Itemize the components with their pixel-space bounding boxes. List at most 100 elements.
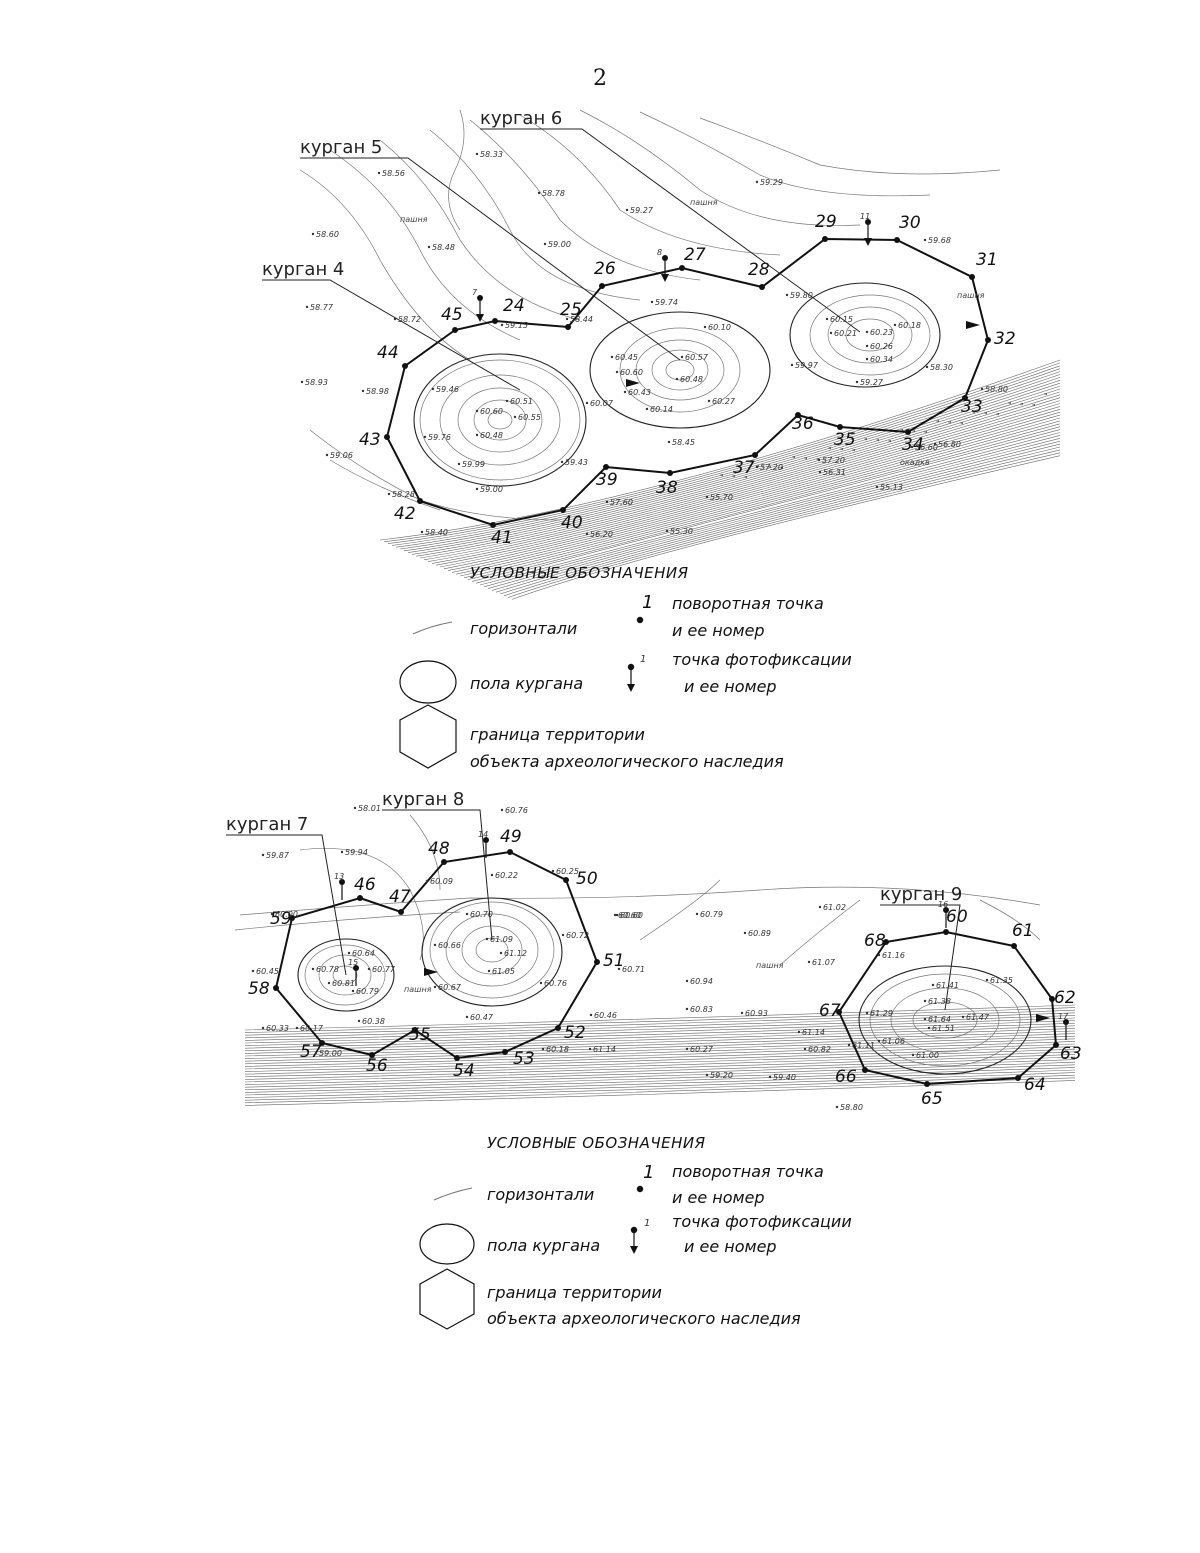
spot-elevation: 59.15	[505, 321, 528, 330]
turn-point-number: 38	[656, 478, 678, 498]
turn-point-marker	[319, 1040, 325, 1046]
spot-elevation: 61.47	[966, 1013, 990, 1022]
mound-contour	[461, 925, 523, 975]
turn-point-number: 43	[359, 430, 381, 450]
leader-line	[880, 904, 961, 1011]
turn-point-number: 40	[561, 513, 583, 533]
mound-contour	[419, 359, 581, 481]
elevation-dot	[433, 943, 437, 947]
spot-elevation: 60.34	[870, 355, 893, 364]
legend-mound-floor-label: пола кургана	[487, 1236, 600, 1255]
slope-hatch-line	[244, 1080, 1076, 1106]
slope-hatch-line	[399, 374, 1061, 550]
turn-point-number: 24	[503, 296, 525, 316]
elevation-dot	[433, 985, 437, 989]
slope-tick: "	[840, 447, 844, 456]
spot-elevation: 61.35	[990, 976, 1013, 985]
elevation-dot	[537, 191, 541, 195]
elevation-dot	[707, 399, 711, 403]
boundary-symbol-icon	[399, 704, 457, 769]
elevation-dot	[927, 1026, 931, 1030]
spot-elevation: 58.33	[480, 150, 503, 159]
slope-tick: "	[768, 465, 772, 474]
turn-point-marker	[924, 1081, 930, 1087]
elevation-dot	[829, 331, 833, 335]
slope-hatch-line	[244, 1061, 1076, 1088]
turn-point-marker	[507, 849, 513, 855]
spot-elevation: 61.05	[492, 967, 515, 976]
legend-photo-line2: и ее номер	[684, 1237, 777, 1256]
mound-floor-7	[297, 938, 395, 1012]
contour-line	[299, 847, 424, 961]
spot-elevation: 58.77	[310, 303, 334, 312]
turn-point-number: 50	[576, 869, 598, 889]
elevation-dot	[505, 399, 509, 403]
turn-point-number: 28	[748, 260, 770, 280]
turn-point-symbol-icon	[636, 616, 644, 624]
slope-hatch-line	[244, 1022, 1076, 1049]
turn-point-number: 47	[389, 887, 411, 907]
mound-floor-symbol-icon	[399, 660, 457, 704]
spot-elevation: 60.15	[830, 315, 853, 324]
spot-elevation: 60.60	[480, 407, 503, 416]
elevation-dot	[361, 389, 365, 393]
turn-point-number: 42	[394, 504, 416, 524]
elevation-dot	[425, 879, 429, 883]
spot-elevation: 55.70	[710, 493, 733, 502]
turn-point-marker	[555, 1025, 561, 1031]
turn-point-number: 57	[300, 1042, 322, 1062]
spot-elevation: 59.97	[795, 361, 819, 370]
terrain-label: пашня	[756, 961, 784, 970]
spot-elevation: 58.78	[542, 189, 565, 198]
turn-point-marker	[752, 452, 758, 458]
spot-elevation: 59.80	[790, 291, 813, 300]
mound-contour	[809, 294, 931, 376]
elevation-dot	[465, 1015, 469, 1019]
elevation-dot	[585, 532, 589, 536]
slope-tick: "	[732, 474, 736, 483]
legend-turn-point-line2: и ее номер	[672, 621, 765, 640]
contour-line	[329, 459, 441, 511]
spot-elevation: 61.41	[936, 981, 959, 990]
legend-photo-line1: точка фотофиксации	[672, 1212, 852, 1231]
spot-elevation: 60.10	[708, 323, 731, 332]
spot-elevation: 60.94	[690, 977, 713, 986]
turn-point-number: 30	[899, 213, 921, 233]
slope-tick: "	[972, 410, 976, 419]
spot-elevation: 61.00	[916, 1051, 939, 1060]
slope-tick: "	[948, 420, 952, 429]
elevation-dot	[610, 355, 614, 359]
spot-elevation: 59.74	[655, 298, 678, 307]
turn-point-marker	[795, 412, 801, 418]
photo-point-number: 13	[334, 872, 344, 881]
slope-hatch-line	[244, 1028, 1076, 1054]
photo-point-number: 7	[472, 288, 478, 297]
elevation-dot	[865, 357, 869, 361]
legend-photo-number: 1	[644, 1218, 650, 1229]
spot-elevation: 60.46	[594, 1011, 617, 1020]
spot-elevation: 60.27	[712, 397, 736, 406]
legend-boundary-line2: объекта археологического наследия	[487, 1309, 801, 1328]
turn-point-number: 51	[603, 951, 625, 971]
spot-elevation: 61.16	[882, 951, 905, 960]
elevation-dot	[351, 989, 355, 993]
contour-symbol-icon	[433, 1187, 473, 1201]
elevation-dot	[500, 323, 504, 327]
turn-point-marker	[1049, 996, 1055, 1002]
turn-point-number: 62	[1054, 988, 1076, 1008]
slope-hatch-line	[403, 377, 1061, 552]
elevation-dot	[797, 1030, 801, 1034]
direction-arrow	[424, 968, 438, 976]
elevation-dot	[877, 1039, 881, 1043]
turn-point-marker	[594, 959, 600, 965]
slope-hatch-line	[475, 429, 1061, 584]
elevation-dot	[923, 999, 927, 1003]
spot-elevation: 59.99	[462, 460, 485, 469]
spot-elevation: 59.68	[928, 236, 951, 245]
elevation-dot	[667, 440, 671, 444]
spot-elevation: 60.48	[480, 431, 503, 440]
contour-line	[448, 109, 465, 231]
